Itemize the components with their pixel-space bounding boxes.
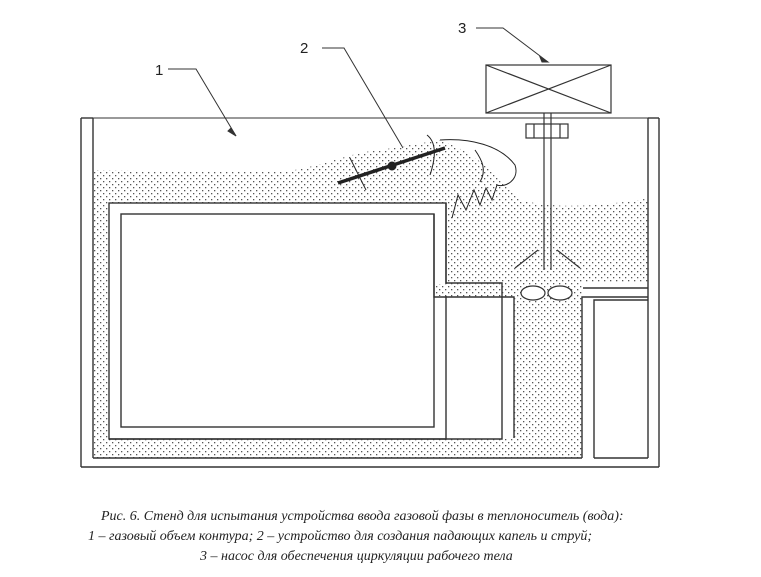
test-stand-diagram: 1 2 3 bbox=[80, 20, 660, 468]
caption-line-2: 1 – газовый объем контура; 2 – устройств… bbox=[88, 529, 593, 544]
caption-line-1: Рис. 6. Стенд для испытания устройства в… bbox=[101, 509, 624, 524]
inner-partition bbox=[108, 202, 648, 458]
callout-label-2: 2 bbox=[300, 40, 308, 57]
leader-lines bbox=[168, 27, 550, 149]
caption-line-3: 3 – насос для обеспечения циркуляции раб… bbox=[200, 549, 513, 564]
drop-generator-device bbox=[337, 134, 517, 219]
callout-label-1: 1 bbox=[155, 62, 163, 79]
circulation-pump bbox=[485, 64, 612, 301]
callout-label-3: 3 bbox=[458, 20, 466, 37]
